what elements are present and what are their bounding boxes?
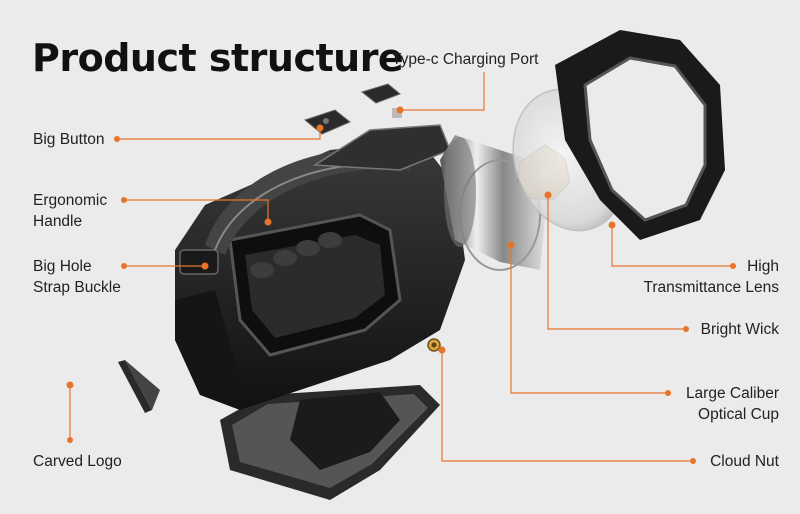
label-ergonomic-handle: Ergonomic Handle xyxy=(33,190,107,232)
label-ergonomic-handle-line2: Handle xyxy=(33,213,83,230)
main-body xyxy=(175,124,465,410)
page-title: Product structure xyxy=(32,36,404,80)
leader-bright-wick xyxy=(547,195,686,330)
cloud-nut-part xyxy=(427,338,441,352)
label-big-button: Big Button xyxy=(33,131,105,148)
label-strap-buckle-line1: Big Hole xyxy=(33,258,92,275)
leader-type-c xyxy=(400,72,485,111)
charging-port-cover xyxy=(360,83,402,118)
label-strap-buckle-line2: Strap Buckle xyxy=(33,279,121,296)
label-carved-logo: Carved Logo xyxy=(33,453,122,470)
label-optical-cup-line2: Optical Cup xyxy=(698,406,779,423)
label-cloud-nut: Cloud Nut xyxy=(710,453,779,470)
label-high-transmittance-lens: High Transmittance Lens xyxy=(643,256,779,298)
leader-lines xyxy=(69,72,733,462)
label-type-c-charging-port: Type-c Charging Port xyxy=(392,51,539,68)
leader-cloud-nut xyxy=(441,350,693,462)
big-button-part xyxy=(303,109,351,135)
label-bright-wick: Bright Wick xyxy=(700,321,779,338)
label-lens-line2: Transmittance Lens xyxy=(643,279,779,296)
leader-dots xyxy=(66,106,736,464)
leader-optical-cup xyxy=(510,245,668,394)
carved-logo-part xyxy=(118,360,160,413)
label-large-caliber-optical-cup: Large Caliber Optical Cup xyxy=(686,383,779,425)
leader-big-button xyxy=(117,128,321,140)
label-strap-buckle: Big Hole Strap Buckle xyxy=(33,256,121,298)
label-optical-cup-line1: Large Caliber xyxy=(685,385,779,402)
label-ergonomic-handle-line1: Ergonomic xyxy=(33,192,108,209)
leader-lens xyxy=(611,225,733,267)
leader-handle xyxy=(124,199,269,222)
bottom-case xyxy=(220,385,440,500)
label-lens-line1: High xyxy=(747,258,779,275)
front-bezel-part xyxy=(555,30,725,240)
